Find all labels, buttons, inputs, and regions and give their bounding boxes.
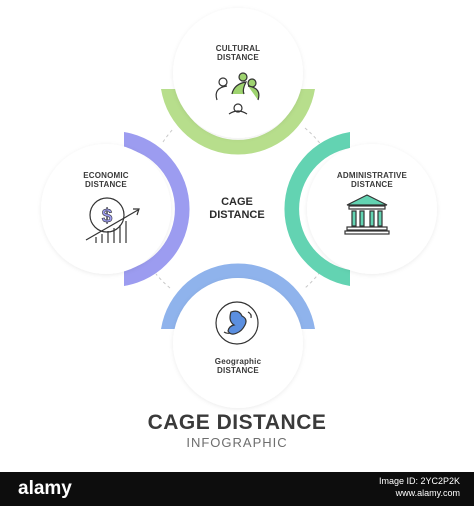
geographic-arc [161,263,315,329]
geographic-label-line2: DISTANCE [217,366,259,375]
administrative-arc [284,132,350,286]
economic-label-line1: ECONOMIC [83,171,129,180]
geographic-label-line1: Geographic [214,357,262,366]
administrative-label-line1: ADMINISTRATIVE [336,171,408,180]
government-building-icon [344,194,390,235]
watermark-footer: alamy Image ID: 2YC2P2K www.alamy.com [0,472,474,506]
page-subtitle: INFOGRAPHIC [186,435,288,450]
globe-icon [215,301,259,345]
cultural-label-line1: CULTURAL [215,44,261,53]
geographic-label: Geographic DISTANCE [198,357,278,375]
economic-label-line2: DISTANCE [85,180,127,189]
dollar-growth-icon: $ [85,197,140,243]
brand-logo: alamy [18,478,72,499]
center-label-line1: CAGE [221,196,253,208]
cultural-label-line2: DISTANCE [217,53,259,62]
cage-diagram: $ [41,8,437,408]
image-id-line2: www.alamy.com [395,488,460,498]
economic-arc [124,132,190,286]
administrative-label: ADMINISTRATIVE DISTANCE [327,171,417,189]
cultural-label: CULTURAL DISTANCE [203,44,273,62]
cultural-node [173,8,303,138]
image-id: Image ID: 2YC2P2K www.alamy.com [379,475,460,499]
center-label-line2: DISTANCE [209,209,265,221]
image-id-line1: Image ID: 2YC2P2K [378,476,460,486]
center-label: CAGE DISTANCE [187,196,287,222]
svg-text:$: $ [102,206,113,227]
page-title: CAGE DISTANCE [147,411,327,434]
economic-label: ECONOMIC DISTANCE [76,171,136,189]
people-circle-icon [215,72,260,115]
administrative-label-line2: DISTANCE [351,180,393,189]
cultural-arc [161,89,315,155]
